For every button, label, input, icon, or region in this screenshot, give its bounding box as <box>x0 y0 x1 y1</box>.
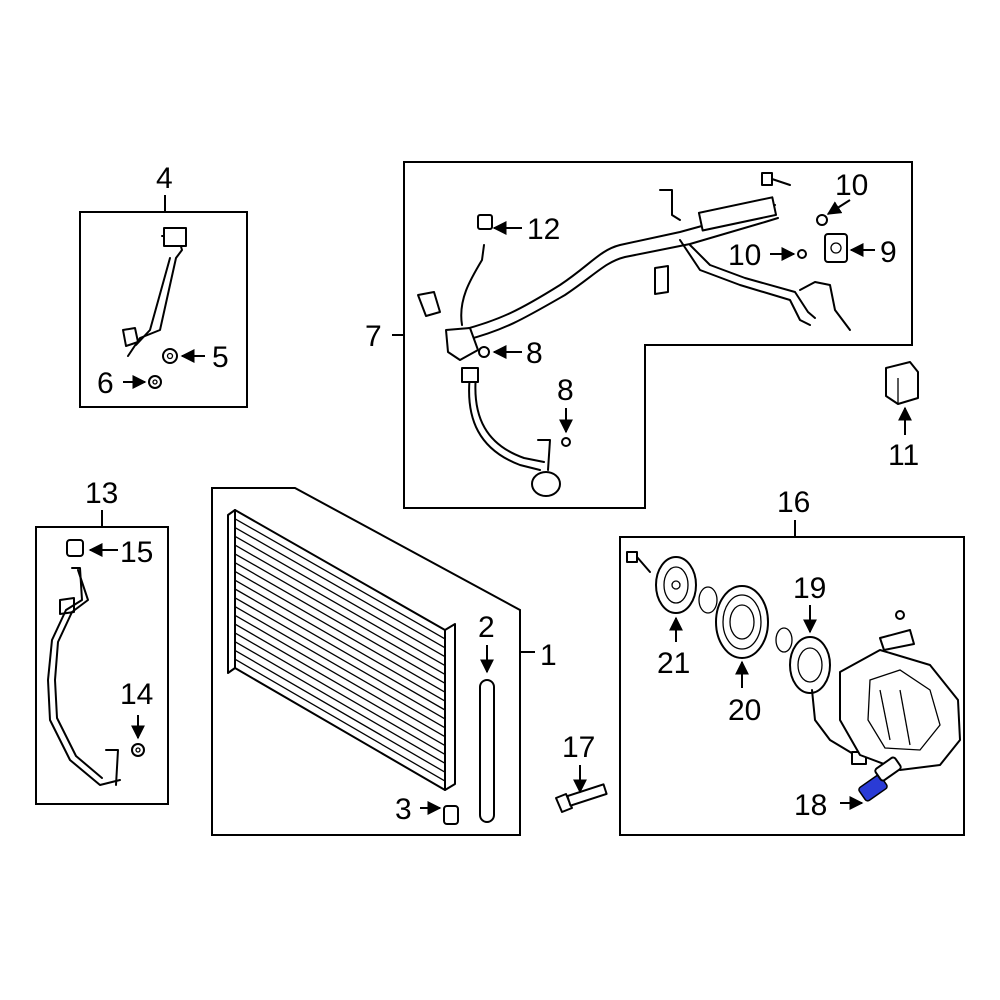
callout-4: 4 <box>156 162 173 195</box>
callout-14: 14 <box>120 678 153 711</box>
callout-8a: 8 <box>526 337 543 370</box>
callout-16: 16 <box>777 486 810 519</box>
callout-18: 18 <box>794 789 827 822</box>
callout-6: 6 <box>97 367 114 400</box>
callout-12: 12 <box>527 213 560 246</box>
condenser-fins <box>234 518 446 782</box>
callout-15: 15 <box>120 536 153 569</box>
callout-10b: 10 <box>728 239 761 272</box>
control-valve-highlighted <box>858 756 902 802</box>
callout-3: 3 <box>395 793 412 826</box>
callout-21: 21 <box>657 647 690 680</box>
callout-2: 2 <box>478 611 495 644</box>
group-box-13 <box>35 510 169 805</box>
group-box-7 <box>392 161 913 509</box>
callout-10a: 10 <box>835 169 868 202</box>
group-box-4 <box>79 195 248 408</box>
callout-1: 1 <box>540 639 557 672</box>
callout-5: 5 <box>212 341 229 374</box>
group-box-1 <box>211 487 535 836</box>
callout-11: 11 <box>888 439 919 472</box>
callout-8b: 8 <box>557 374 574 407</box>
callout-13: 13 <box>85 477 118 510</box>
callout-19: 19 <box>793 572 826 605</box>
callout-7: 7 <box>365 320 382 353</box>
group-box-16 <box>619 520 965 836</box>
callout-17: 17 <box>562 731 595 764</box>
callout-20: 20 <box>728 694 761 727</box>
callout-labels: 1 2 3 4 5 6 7 8 8 9 10 10 11 12 13 14 15… <box>85 162 919 826</box>
bolt-part <box>555 765 608 813</box>
pressure-switch-part <box>885 361 919 435</box>
callout-9: 9 <box>880 236 897 269</box>
